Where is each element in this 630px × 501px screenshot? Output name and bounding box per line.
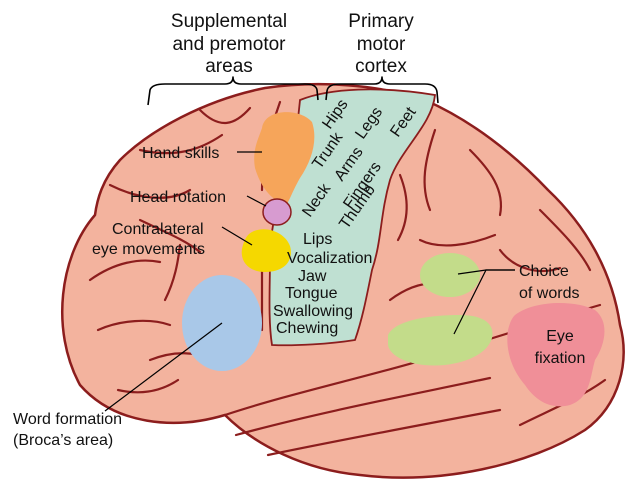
eye-fixation-label-line-1: Eye (546, 328, 574, 345)
motor-map-jaw: Jaw (298, 268, 327, 285)
motor-map-swallowing: Swallowing (273, 303, 353, 320)
motor-header-line-2: motor (357, 34, 406, 55)
motor-map-chewing: Chewing (276, 320, 338, 337)
motor-header-line-3: cortex (355, 56, 407, 77)
premotor-header-line-2: and premotor (172, 34, 286, 55)
eye-fixation-label-line-2: fixation (535, 350, 586, 367)
contralateral-label-line-1: Contralateral (112, 221, 204, 238)
choice-of-words-label-line-1: Choice (519, 263, 569, 280)
head-rotation-area (263, 199, 291, 225)
motor-map-vocalization: Vocalization (287, 250, 372, 267)
motor-header-line-1: Primary (348, 11, 414, 32)
premotor-header-line-3: areas (205, 56, 253, 77)
choice-of-words-area-upper (420, 253, 480, 297)
motor-map-lips: Lips (303, 231, 332, 248)
motor-map-tongue: Tongue (285, 285, 338, 302)
word-formation-label-line-2: (Broca’s area) (13, 432, 113, 449)
head-rotation-label: Head rotation (130, 189, 226, 206)
premotor-header-line-1: Supplemental (171, 11, 287, 32)
word-formation-label-line-1: Word formation (13, 411, 122, 428)
hand-skills-label: Hand skills (142, 145, 219, 162)
contralateral-label-line-2: eye movements (92, 241, 205, 258)
choice-of-words-label-line-2: of words (519, 285, 579, 302)
